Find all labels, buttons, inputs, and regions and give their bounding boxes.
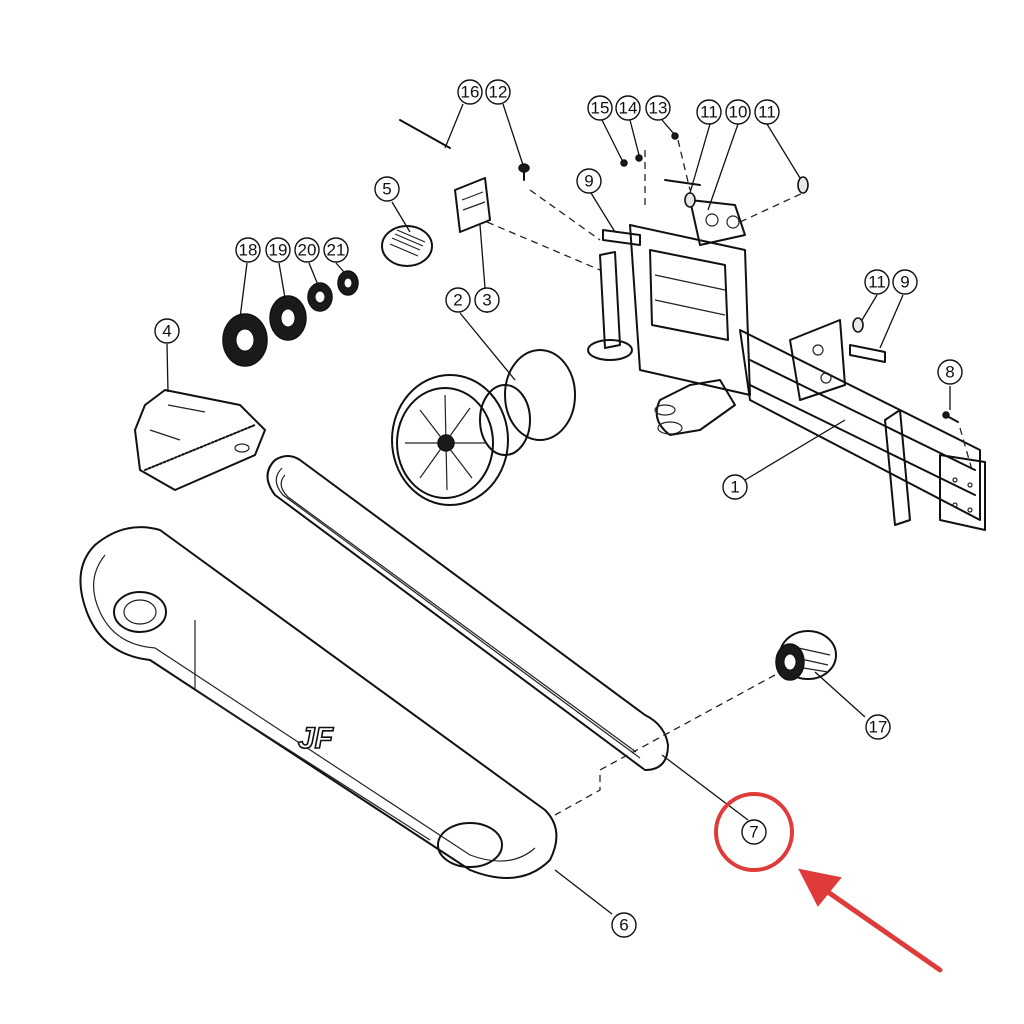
svg-text:14: 14 (619, 99, 638, 118)
highlight-circle (714, 792, 794, 872)
callout-18: 18 (235, 237, 261, 263)
main-frame (587, 179, 986, 531)
callout-9: 9 (892, 269, 918, 295)
callout-8: 8 (937, 359, 963, 385)
callout-1: 1 (722, 474, 748, 500)
svg-text:3: 3 (482, 291, 491, 310)
bushings-18-21 (222, 270, 359, 367)
svg-text:20: 20 (298, 241, 317, 260)
svg-text:13: 13 (649, 99, 668, 118)
svg-text:17: 17 (869, 718, 888, 737)
svg-text:16: 16 (461, 83, 480, 102)
callout-11: 11 (864, 269, 890, 295)
svg-text:5: 5 (382, 180, 391, 199)
pulley-17 (775, 630, 837, 681)
assembly-lines (486, 139, 973, 816)
callout-6: 6 (611, 912, 637, 938)
callout-7: 7 (741, 819, 767, 845)
svg-text:1: 1 (730, 478, 739, 497)
bolt-12 (518, 163, 530, 181)
svg-text:9: 9 (584, 172, 593, 191)
highlight-annotation (714, 792, 943, 973)
keys-5 (381, 225, 433, 267)
svg-text:11: 11 (868, 273, 886, 292)
svg-text:7: 7 (749, 823, 758, 842)
callout-14: 14 (615, 95, 641, 121)
pulley-2 (391, 349, 576, 506)
svg-text:10: 10 (729, 103, 748, 122)
callout-5: 5 (374, 176, 400, 202)
highlight-arrow-shaft (812, 880, 943, 973)
svg-text:12: 12 (489, 83, 508, 102)
callout-11: 11 (754, 99, 780, 125)
jf-logo-text: JF (298, 722, 334, 755)
bolt-8 (942, 411, 959, 423)
callout-21: 21 (323, 237, 349, 263)
callout-12: 12 (485, 79, 511, 105)
callout-16: 16 (457, 79, 483, 105)
svg-text:11: 11 (758, 103, 776, 122)
svg-text:4: 4 (162, 322, 171, 341)
callout-3: 3 (474, 287, 500, 313)
leader-lines (166, 103, 951, 915)
svg-text:15: 15 (591, 99, 610, 118)
belt-7 (266, 455, 669, 771)
svg-text:6: 6 (619, 916, 628, 935)
svg-text:18: 18 (239, 241, 258, 260)
svg-text:21: 21 (327, 241, 346, 260)
svg-text:19: 19 (269, 241, 288, 260)
plate-3 (454, 177, 491, 233)
svg-text:9: 9 (900, 273, 909, 292)
svg-text:11: 11 (700, 103, 718, 122)
callout-9: 9 (576, 168, 602, 194)
callout-2: 2 (445, 287, 471, 313)
pin-16 (399, 119, 451, 149)
callout-11: 11 (696, 99, 722, 125)
svg-text:8: 8 (945, 363, 954, 382)
callout-13: 13 (645, 95, 671, 121)
callout-15: 15 (587, 95, 613, 121)
pins-9 (602, 229, 886, 363)
callout-17: 17 (865, 714, 891, 740)
svg-text:2: 2 (453, 291, 462, 310)
belt-guard-6: JF (79, 526, 558, 879)
callout-20: 20 (294, 237, 320, 263)
mount-plate-4 (134, 389, 266, 491)
highlight-arrow-head (798, 868, 842, 907)
callout-19: 19 (265, 237, 291, 263)
small-hardware-13-14-15 (620, 132, 679, 167)
callout-10: 10 (725, 99, 751, 125)
callout-4: 4 (154, 318, 180, 344)
